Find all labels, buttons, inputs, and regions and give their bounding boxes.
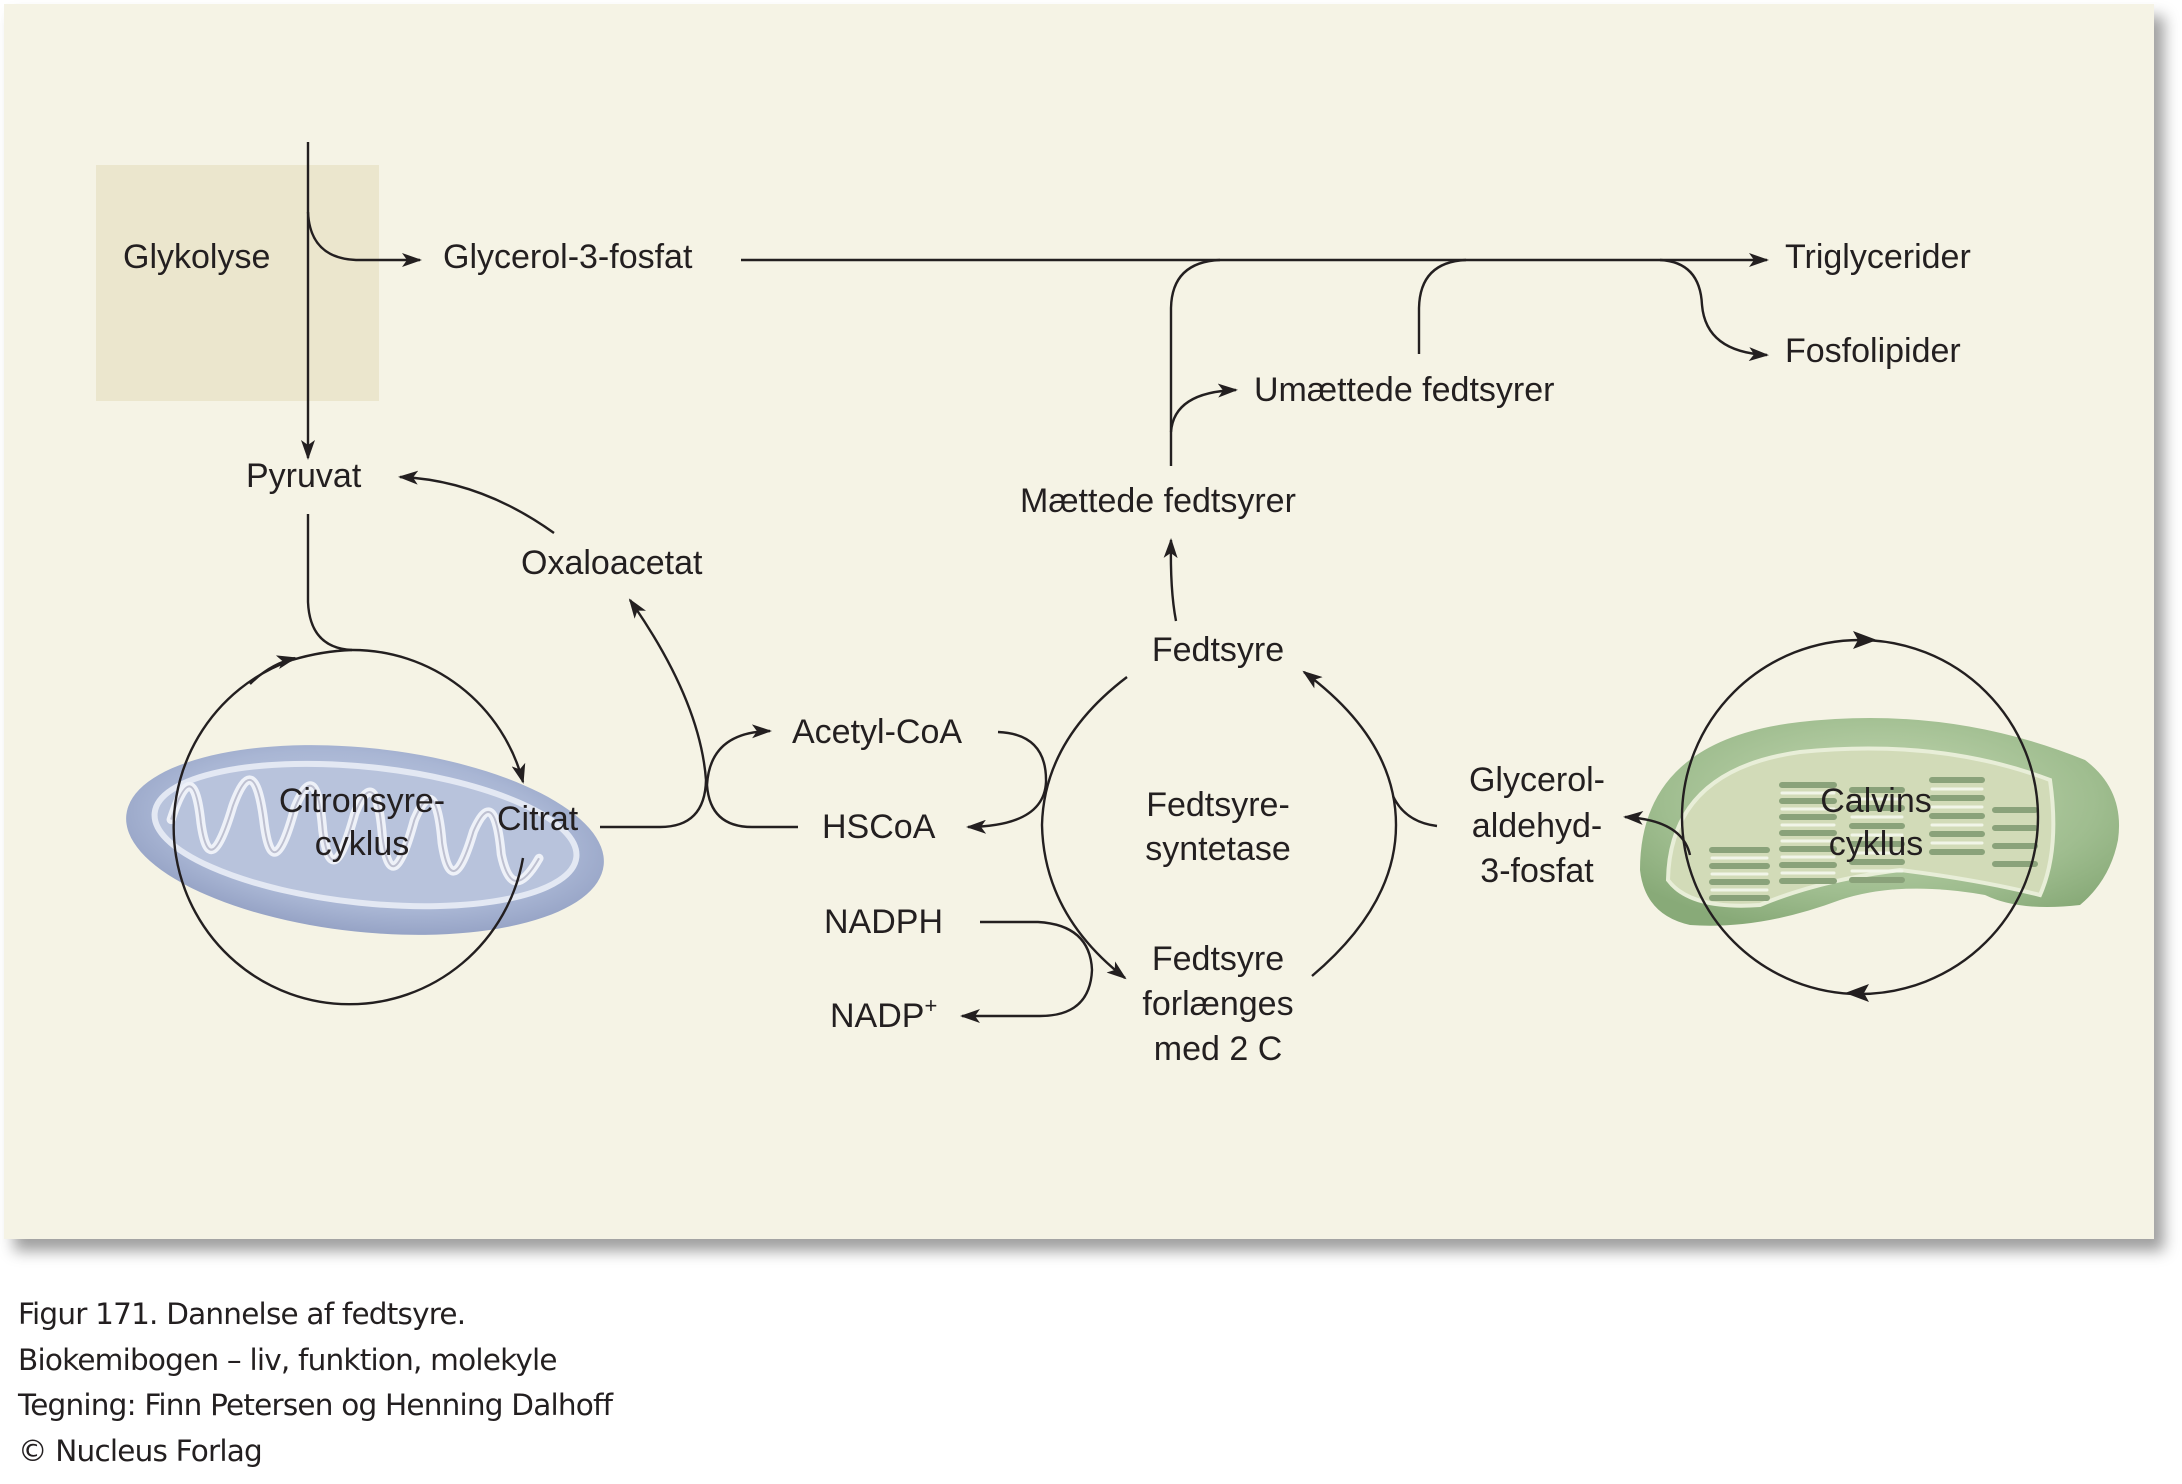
arrow-calvin-to-gap	[1623, 810, 1692, 856]
label-umaettede-fedtsyrer: Umættede fedtsyrer	[1254, 371, 1554, 409]
label-glycerolaldehyd-1: Glycerol-	[1469, 761, 1605, 799]
arrow-to-acetylcoa	[705, 724, 772, 786]
citronsyre-cycle-circle	[172, 648, 526, 1006]
label-calvins-cyklus-2: cyklus	[1829, 825, 1923, 863]
arrow-nadph-to-nadp	[960, 920, 1094, 1023]
line-gap-to-fas	[1391, 795, 1438, 828]
calvin-cycle-circle	[1680, 631, 2040, 1002]
label-forlaenges-3: med 2 C	[1154, 1030, 1283, 1068]
label-calvins-cyklus-1: Calvins	[1820, 782, 1931, 820]
label-citronsyrecyklus-1: Citronsyre-	[279, 782, 445, 820]
arrow-fedtsyre-to-maettede	[1163, 538, 1178, 622]
nadp-superscript: +	[924, 993, 937, 1018]
arrow-oxaloacetat-to-pyruvat	[398, 470, 555, 534]
label-acetyl-coa: Acetyl-CoA	[792, 713, 962, 751]
caption-title: Figur 171. Dannelse af fedtsyre.	[18, 1297, 466, 1331]
figure-caption: Figur 171. Dannelse af fedtsyre. Biokemi…	[18, 1292, 613, 1474]
label-forlaenges-2: forlænges	[1142, 985, 1293, 1023]
caption-credits: Tegning: Finn Petersen og Henning Dalhof…	[18, 1388, 613, 1422]
label-oxaloacetat: Oxaloacetat	[521, 544, 703, 582]
line-citrat-out	[600, 779, 708, 829]
arrow-to-fosfolipider	[1659, 258, 1769, 362]
chloroplast-illustration	[1640, 717, 2120, 926]
label-fedtsyre: Fedtsyre	[1152, 631, 1284, 669]
label-hscoa: HSCoA	[822, 808, 936, 846]
label-nadp-plus: NADP+	[830, 993, 937, 1035]
caption-source: Biokemibogen – liv, funktion, molekyle	[18, 1342, 558, 1377]
label-nadph: NADPH	[824, 903, 943, 941]
label-glycerolaldehyd-3: 3-fosfat	[1480, 852, 1594, 890]
label-fedtsyre-syntetase-1: Fedtsyre-	[1146, 786, 1290, 824]
label-maettede-fedtsyrer: Mættede fedtsyrer	[1020, 482, 1296, 520]
label-glycerol-3-fosfat: Glycerol-3-fosfat	[443, 238, 693, 276]
fas-right-arc	[1302, 670, 1398, 977]
line-maettede-to-main	[1169, 258, 1221, 466]
label-citrat: Citrat	[497, 800, 579, 838]
label-triglycerider: Triglycerider	[1785, 238, 1971, 276]
label-pyruvat: Pyruvat	[246, 457, 362, 495]
glykolyse-box	[96, 165, 379, 401]
label-fosfolipider: Fosfolipider	[1785, 332, 1961, 370]
label-fedtsyre-syntetase-2: syntetase	[1145, 830, 1291, 868]
line-pyruvat-to-citronsyrecyklus	[306, 514, 353, 652]
arrow-to-oxaloacetat	[628, 598, 708, 781]
arrow-maettede-to-umaettede	[1169, 383, 1238, 433]
label-glykolyse: Glykolyse	[123, 238, 270, 276]
mitochondrion-illustration	[126, 745, 604, 935]
caption-copyright: © Nucleus Forlag	[18, 1433, 263, 1468]
arrow-acetylcoa-to-hscoa	[966, 730, 1048, 834]
label-glycerolaldehyd-2: aldehyd-	[1472, 807, 1602, 845]
fas-left-arc	[1040, 676, 1128, 980]
label-forlaenges-1: Fedtsyre	[1152, 940, 1284, 978]
label-citronsyrecyklus-2: cyklus	[315, 825, 409, 863]
arrow-glykolyse-to-glycerol3fosfat	[306, 211, 422, 267]
line-umaettede-to-main	[1417, 258, 1467, 354]
line-hscoa-in	[705, 784, 798, 829]
